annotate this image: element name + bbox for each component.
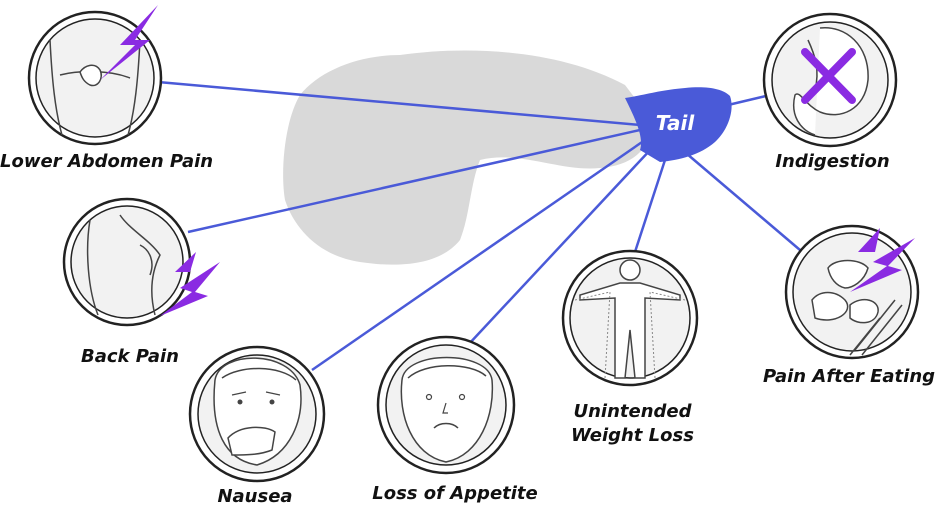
label-indigestion: Indigestion [775, 151, 890, 172]
pancreas-silhouette [283, 50, 651, 265]
label-loss-of-appetite: Loss of Appetite [372, 483, 538, 504]
lightning-bolt-icon [100, 5, 158, 80]
lightning-bolt-icon [160, 252, 220, 316]
label-weight-loss-line-1: Unintended [573, 401, 692, 422]
tail-label: Tail [656, 111, 696, 135]
connector-nausea [311, 138, 646, 372]
label-lower-abdomen-pain: Lower Abdomen Pain [0, 151, 214, 172]
connector-lower-abdomen-pain [157, 80, 641, 127]
nausea-illustration [188, 345, 326, 483]
connector-back-pain [187, 128, 641, 234]
label-pain-after-eating: Pain After Eating [762, 366, 936, 387]
connector-lines [157, 80, 801, 372]
pain-after-eating-illustration [784, 224, 920, 360]
label-back-pain: Back Pain [81, 346, 179, 367]
connector-indigestion [727, 93, 771, 107]
pancreas-tail-shape [625, 87, 732, 162]
connector-pain-after-eating [679, 147, 801, 251]
weight-loss-illustration [561, 249, 699, 387]
lower-abdomen-pain-illustration [27, 5, 163, 146]
label-nausea: Nausea [217, 486, 293, 507]
label-unintended-weight-loss: Unintended Weight Loss [560, 400, 705, 448]
back-pain-illustration [62, 197, 220, 327]
label-weight-loss-line-2: Weight Loss [571, 425, 694, 446]
indigestion-illustration [762, 12, 898, 148]
connector-weight-loss [632, 159, 667, 256]
lightning-bolt-icon [850, 228, 915, 292]
loss-of-appetite-illustration [376, 335, 516, 475]
connector-loss-of-appetite [467, 147, 653, 346]
x-mark-icon [801, 48, 856, 104]
